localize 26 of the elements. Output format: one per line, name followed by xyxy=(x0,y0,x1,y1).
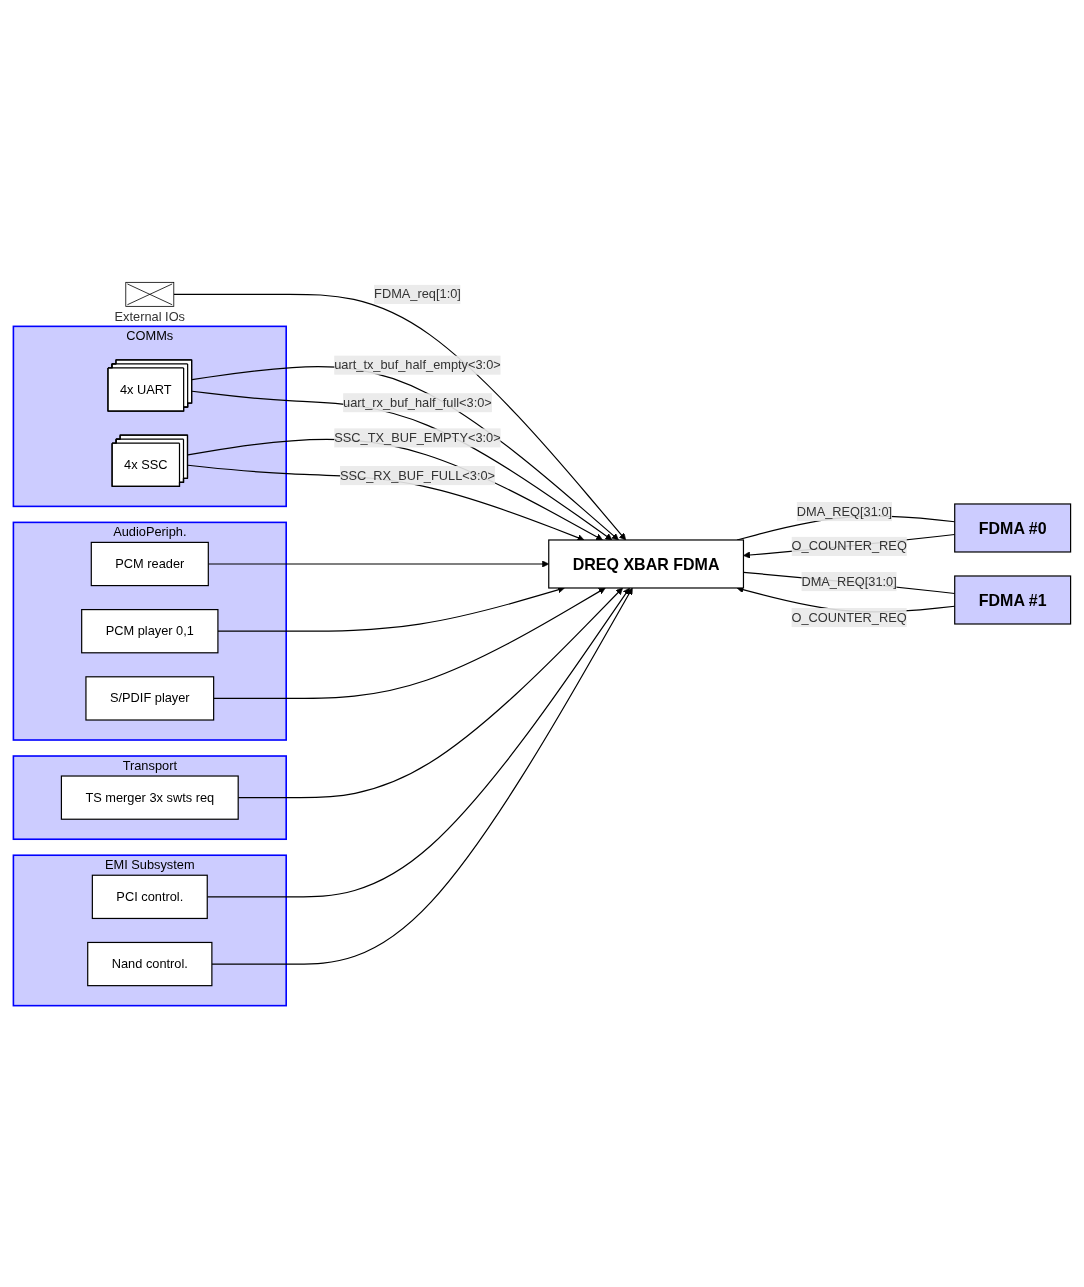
node-box: TS merger 3x swts req xyxy=(60,774,239,820)
node-box: PCM reader xyxy=(90,541,209,586)
arrow xyxy=(173,293,627,540)
io-caption: External IOs xyxy=(114,308,185,324)
node-box: FDMA #0 xyxy=(954,502,1072,553)
edge-label: DMA_REQ[31:0] xyxy=(796,503,893,518)
arrow xyxy=(213,587,606,699)
arrow xyxy=(191,365,619,540)
arrow xyxy=(211,587,633,965)
edge-label: uart_rx_buf_half_full<3:0> xyxy=(343,395,492,409)
edge-label: O_COUNTER_REQ xyxy=(791,538,907,553)
edge-label: SSC_RX_BUF_FULL<3:0> xyxy=(339,467,496,482)
node-box: FDMA #1 xyxy=(954,574,1072,625)
arrow xyxy=(191,390,613,540)
arrow xyxy=(187,438,603,540)
edge-label: FDMA_req[1:0] xyxy=(374,286,461,301)
arrow xyxy=(187,464,585,541)
node-box: PCM player 0,1 xyxy=(81,608,219,653)
edge-label: SSC_TX_BUF_EMPTY<3:0> xyxy=(334,430,501,444)
edge-label: uart_tx_buf_half_empty<3:0> xyxy=(334,357,501,372)
node-box: S/PDIF player xyxy=(85,675,215,721)
node-box: PCI control. xyxy=(91,874,208,919)
edge-label: O_COUNTER_REQ xyxy=(791,609,907,624)
node-box: Nand control. xyxy=(87,941,213,986)
node-box: DREQ XBAR FDMA xyxy=(548,538,745,589)
edge-label: DMA_REQ[31:0] xyxy=(801,573,897,588)
